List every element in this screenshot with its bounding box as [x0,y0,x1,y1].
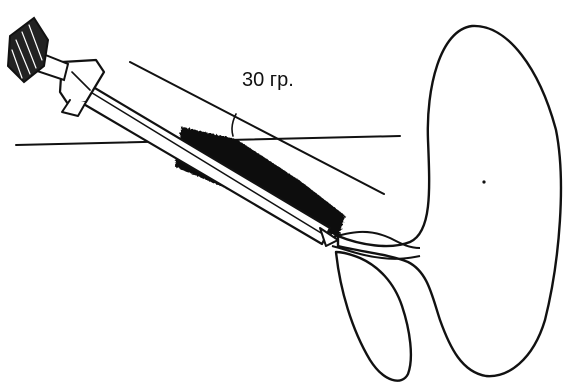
knurled-handle [8,18,68,82]
organ-dot [482,180,485,183]
organ-outline-large [338,26,561,376]
tissue-shading [176,128,344,236]
puncture-instrument [60,60,338,246]
needle-shaft [84,88,326,236]
tissue-layer [176,128,344,236]
angle-label: 30 гр. [242,69,294,91]
hub-wing [62,100,86,116]
organ-outline-small [336,252,411,381]
